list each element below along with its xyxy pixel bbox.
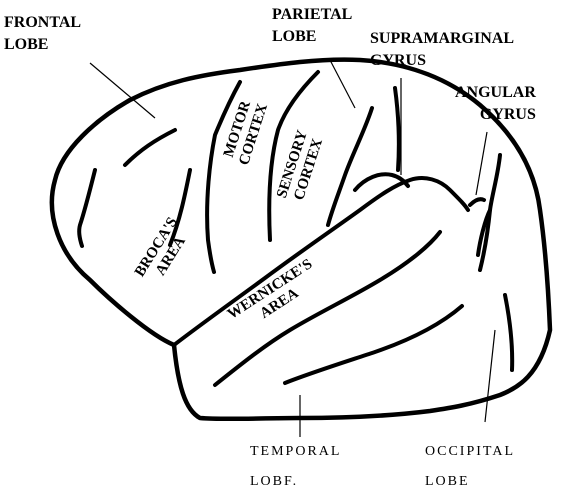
angular-loop — [470, 199, 484, 205]
frontal-lobe-label: FRONTAL LOBE — [4, 12, 81, 56]
supramarginal-gyrus-label: SUPRAMARGINAL GYRUS — [370, 28, 514, 72]
angular-leader — [476, 132, 487, 195]
angular-gyrus-label: ANGULAR GYRUS — [455, 82, 536, 126]
temporal-lobe-label: TEMPORAL LOBF. — [250, 437, 341, 497]
occipital-leader — [485, 330, 495, 422]
frontal-sulcus-1 — [79, 170, 95, 246]
occipital-lobe-label: OCCIPITAL LOBE — [425, 437, 515, 497]
occipital-sulcus-2 — [505, 295, 512, 370]
parietal-lobe-label: PARIETAL LOBE — [272, 4, 352, 48]
intraparietal-sulcus — [395, 88, 399, 170]
parietal-leader — [330, 60, 355, 108]
frontal-sulcus-2 — [125, 130, 175, 165]
